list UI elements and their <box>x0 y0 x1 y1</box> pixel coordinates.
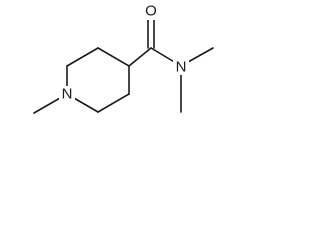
bond-c4-carbonyl-carbon <box>128 47 152 67</box>
ring-bond-c6-c5 <box>97 93 130 113</box>
amide-nitrogen-atom: N <box>173 59 189 76</box>
carbonyl-double-bond <box>147 15 155 49</box>
oxygen-atom: O <box>143 2 159 20</box>
ring-nitrogen-atom: N <box>59 86 75 103</box>
oxygen-label: O <box>145 3 157 20</box>
ring-nitrogen-label: N <box>62 86 73 103</box>
piperidine-ring <box>66 47 130 113</box>
ring-bond-c4-c3 <box>97 47 130 67</box>
chemical-structure-diagram: O N N <box>33 2 214 114</box>
ring-bond-c3-c2 <box>66 47 99 67</box>
amide-nitrogen-label: N <box>176 59 187 76</box>
